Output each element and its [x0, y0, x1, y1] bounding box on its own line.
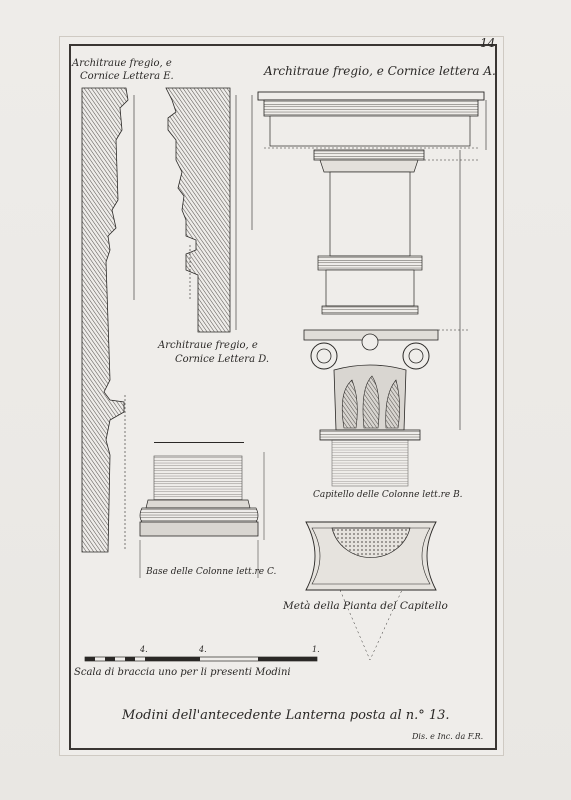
main-title: Modini dell'antecedente Lanterna posta a… [122, 708, 450, 723]
label-cornice-e-line1: Architraue fregio, e [72, 58, 172, 69]
label-pianta-capitello: Metà della Pianta del Capitello [283, 600, 448, 612]
label-cornice-a: Architraue fregio, e Cornice lettera A. [264, 64, 496, 78]
label-scala: Scala di braccia uno per li presenti Mod… [74, 667, 291, 678]
entablature-a [257, 91, 487, 150]
credit-line: Dis. e Inc. da F.R. [412, 732, 484, 741]
scale-bar [84, 656, 318, 662]
scale-mark-2: 4. [199, 645, 207, 654]
label-cornice-d-line1: Architraue fregio, e [158, 340, 258, 351]
label-cornice-e-line2: Cornice Lettera E. [80, 71, 174, 82]
scale-mark-1: 4. [140, 645, 148, 654]
scale-mark-3: 1. [312, 645, 320, 654]
label-capitello-b: Capitello delle Colonne lett.re B. [313, 490, 463, 500]
label-cornice-d-line2: Cornice Lettera D. [175, 354, 270, 365]
label-base-c: Base delle Colonne lett.re C. [146, 567, 277, 577]
column-base-c [139, 442, 265, 578]
plate-frame [69, 44, 497, 750]
capital-half-plan [305, 521, 437, 661]
profile-d [165, 87, 253, 333]
profile-e [81, 87, 135, 553]
plate-number: 14 [480, 36, 496, 50]
column-capital-b [303, 149, 478, 487]
